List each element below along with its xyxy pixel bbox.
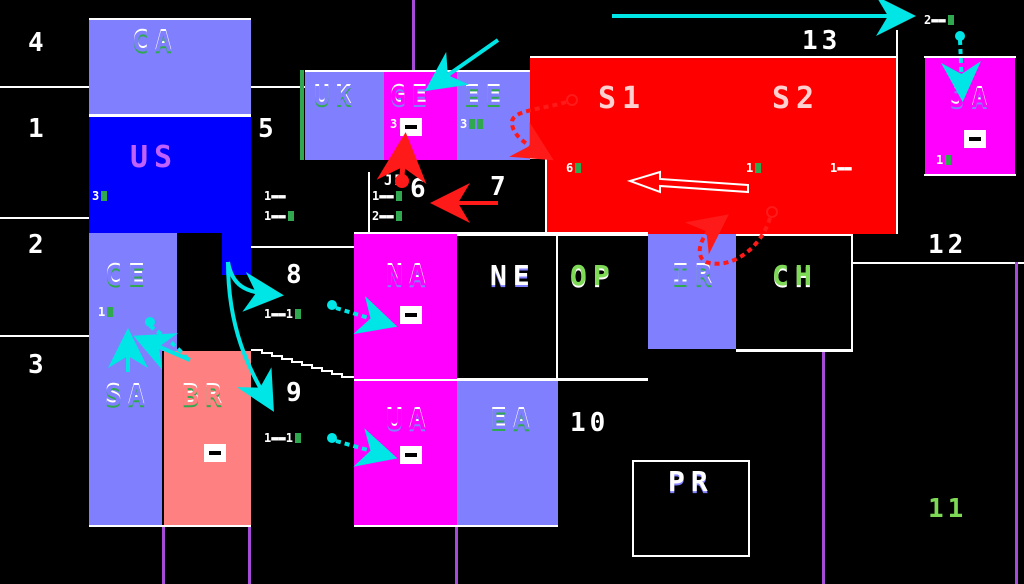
territory-pr[interactable] (632, 460, 750, 557)
border-line (305, 70, 530, 72)
unit-stack-s2-a[interactable]: 1 (746, 162, 762, 174)
territory-us[interactable] (89, 115, 251, 233)
sea-zone-10[interactable]: 10 (570, 408, 610, 438)
label-ir: IR (672, 259, 718, 292)
border-line (0, 217, 89, 219)
label-ne: NE (490, 259, 536, 292)
territory-s2-notch (646, 203, 736, 234)
border-line (0, 86, 89, 88)
unit-stack-z6-b[interactable]: 1▬▬ (264, 210, 294, 222)
label-ja: JA (950, 84, 994, 114)
move-origin-dot (327, 433, 337, 443)
unit-stack-s1[interactable]: 6 (566, 162, 582, 174)
unit-stack-s2-b[interactable]: 1▬▬ (830, 161, 852, 175)
border-line (924, 174, 1016, 176)
border-line (530, 56, 896, 58)
sea-zone-12[interactable]: 12 (928, 230, 968, 260)
border-line (924, 56, 1016, 58)
border-line-purple (1015, 262, 1018, 584)
unit-stack-ee[interactable]: 3 (460, 118, 484, 130)
factory-icon[interactable] (400, 118, 422, 136)
sea-zone-5[interactable]: 5 (258, 114, 278, 144)
border-line (530, 157, 546, 159)
border-line-purple (300, 70, 304, 160)
label-ee: EE (464, 82, 508, 112)
border-line (89, 114, 251, 117)
label-sa: SA (105, 379, 151, 412)
label-s2: S2 (772, 81, 821, 116)
unit-stack-z8[interactable]: 1▬▬1 (264, 308, 301, 320)
territory-sa[interactable] (89, 351, 162, 526)
move-origin-dot (955, 31, 965, 41)
unit-stack-jp-corner[interactable]: 2▬▬ (924, 14, 954, 26)
label-na: NA (386, 259, 432, 292)
sea-zone-1[interactable]: 1 (28, 114, 48, 144)
border-line (251, 86, 305, 88)
border-line (251, 246, 354, 248)
territory-ce[interactable] (89, 233, 177, 351)
sea-zone-2[interactable]: 2 (28, 230, 48, 260)
territory-us-tail (222, 233, 251, 275)
border-line (354, 379, 648, 381)
label-ce: CE (105, 259, 151, 292)
sea-zone-6[interactable]: 6 (410, 174, 430, 204)
factory-icon[interactable] (964, 130, 986, 148)
border-line (89, 18, 251, 20)
unit-stack-us[interactable]: 3 (92, 190, 108, 202)
label-s1: S1 (598, 81, 647, 116)
label-us: US (130, 140, 179, 175)
sea-zone-8[interactable]: 8 (286, 260, 306, 290)
label-ge: GE (390, 82, 434, 112)
territory-ne[interactable] (457, 234, 558, 380)
label-ch: CH (772, 259, 818, 292)
label-br: BR (182, 379, 228, 412)
border-line (89, 525, 251, 527)
label-jp: JP (384, 173, 405, 189)
territory-ca[interactable] (89, 20, 251, 115)
label-ua: UA (386, 403, 432, 436)
territory-ch[interactable] (736, 234, 853, 351)
unit-stack-ce[interactable]: 1 (98, 306, 114, 318)
border-line (0, 335, 89, 337)
unit-stack-z9[interactable]: 1▬▬1 (264, 432, 301, 444)
border-line-purple (412, 0, 415, 70)
territory-ea[interactable] (457, 380, 558, 526)
unit-stack-ja[interactable]: 1 (936, 154, 952, 166)
border-line-purple (455, 527, 458, 584)
territory-br[interactable] (164, 351, 251, 526)
sea-zone-11[interactable]: 11 (928, 494, 968, 524)
unit-stack-z6-c[interactable]: 1▬▬ (372, 190, 402, 202)
border-line (354, 232, 648, 234)
move-origin-dot (327, 300, 337, 310)
territory-s2[interactable] (736, 57, 896, 234)
border-line (354, 525, 558, 527)
territory-uk[interactable] (305, 70, 384, 160)
factory-icon[interactable] (204, 444, 226, 462)
border-line (736, 350, 853, 352)
label-pr: PR (668, 465, 714, 498)
border-line (853, 262, 1024, 264)
border-line-purple (162, 527, 165, 584)
label-ea: EA (490, 403, 536, 436)
factory-icon[interactable] (400, 306, 422, 324)
sea-zone-4[interactable]: 4 (28, 28, 48, 58)
label-op: OP (570, 259, 616, 292)
sea-zone-7[interactable]: 7 (490, 172, 510, 202)
sea-zone-13[interactable]: 13 (802, 26, 842, 56)
sea-zone-3[interactable]: 3 (28, 350, 48, 380)
label-ca: CA (132, 25, 178, 58)
unit-stack-z6-a[interactable]: 1▬▬ (264, 189, 286, 203)
border-line (545, 157, 547, 234)
border-line (896, 30, 898, 234)
unit-stack-z6-d[interactable]: 2▬▬ (372, 210, 402, 222)
border-line (368, 172, 370, 232)
unit-stack-ir[interactable]: 3 (680, 305, 688, 319)
territory-op[interactable] (558, 234, 648, 380)
sea-zone-9[interactable]: 9 (286, 378, 306, 408)
factory-icon[interactable] (400, 446, 422, 464)
border-line-purple (822, 352, 825, 584)
border-line-purple (248, 527, 251, 584)
label-uk: UK (314, 82, 358, 112)
